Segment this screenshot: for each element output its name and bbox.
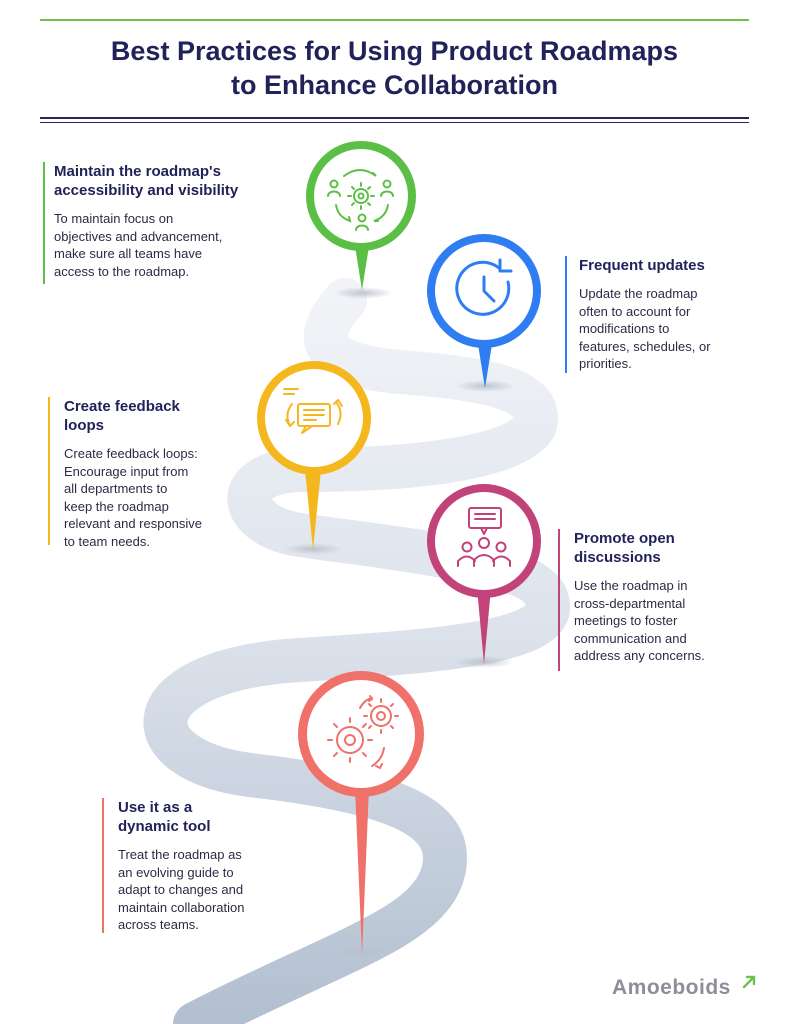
step-1-accent-bar bbox=[43, 162, 45, 284]
title-line-1: Best Practices for Using Product Roadmap… bbox=[110, 36, 679, 66]
step-2-accent-bar bbox=[565, 256, 567, 373]
step-5-text: Use it as a dynamic tool Treat the roadm… bbox=[102, 798, 318, 933]
gears-icon bbox=[327, 695, 399, 770]
step-1-text: Maintain the roadmap's accessibility and… bbox=[43, 162, 304, 284]
pin-1-face bbox=[314, 149, 408, 243]
step-4-heading: Promote open discussions bbox=[574, 530, 675, 566]
step-3-body: Create feedback loops: Encourage input f… bbox=[64, 446, 203, 549]
title-divider bbox=[40, 117, 749, 119]
team-cycle-gear-icon bbox=[327, 169, 394, 231]
road-path bbox=[143, 278, 570, 1024]
step-3-accent-bar bbox=[48, 397, 50, 545]
page-title: Best Practices for Using Product Roadmap… bbox=[40, 34, 749, 102]
step-1-heading: Maintain the roadmap's accessibility and… bbox=[54, 163, 239, 199]
top-divider bbox=[40, 19, 749, 21]
brand-logo: Amoeboids bbox=[612, 976, 731, 999]
step-5-accent-bar bbox=[102, 798, 104, 933]
refresh-clock-icon bbox=[455, 258, 513, 316]
step-5-body: Treat the roadmap as an evolving guide t… bbox=[118, 847, 245, 932]
group-discussion-icon bbox=[457, 507, 511, 567]
pin-shadow-1 bbox=[333, 287, 393, 299]
title-divider-thin bbox=[40, 122, 749, 123]
feedback-chat-icon bbox=[283, 388, 343, 434]
pin-4-tail bbox=[477, 588, 491, 664]
step-3-heading: Create feedback loops bbox=[64, 398, 180, 434]
pin-2-tail bbox=[477, 338, 493, 388]
step-4-text: Promote open discussions Use the roadmap… bbox=[558, 529, 784, 671]
brand-leaf-icon bbox=[742, 975, 756, 989]
step-3-text: Create feedback loops Create feedback lo… bbox=[48, 397, 254, 549]
step-2-body: Update the roadmap often to account for … bbox=[579, 286, 711, 371]
step-2-heading: Frequent updates bbox=[579, 257, 705, 274]
step-4-body: Use the roadmap in cross-departmental me… bbox=[574, 578, 705, 663]
pin-1-tail bbox=[354, 240, 370, 290]
pin-4-face bbox=[435, 492, 533, 590]
title-line-2: to Enhance Collaboration bbox=[230, 70, 559, 100]
step-1-body: To maintain focus on objectives and adva… bbox=[54, 211, 223, 279]
pin-5-tail bbox=[355, 788, 369, 955]
step-2-text: Frequent updates Update the roadmap ofte… bbox=[565, 256, 779, 373]
step-5-heading: Use it as a dynamic tool bbox=[118, 799, 211, 835]
pin-3-tail bbox=[305, 470, 321, 550]
step-4-accent-bar bbox=[558, 529, 560, 671]
